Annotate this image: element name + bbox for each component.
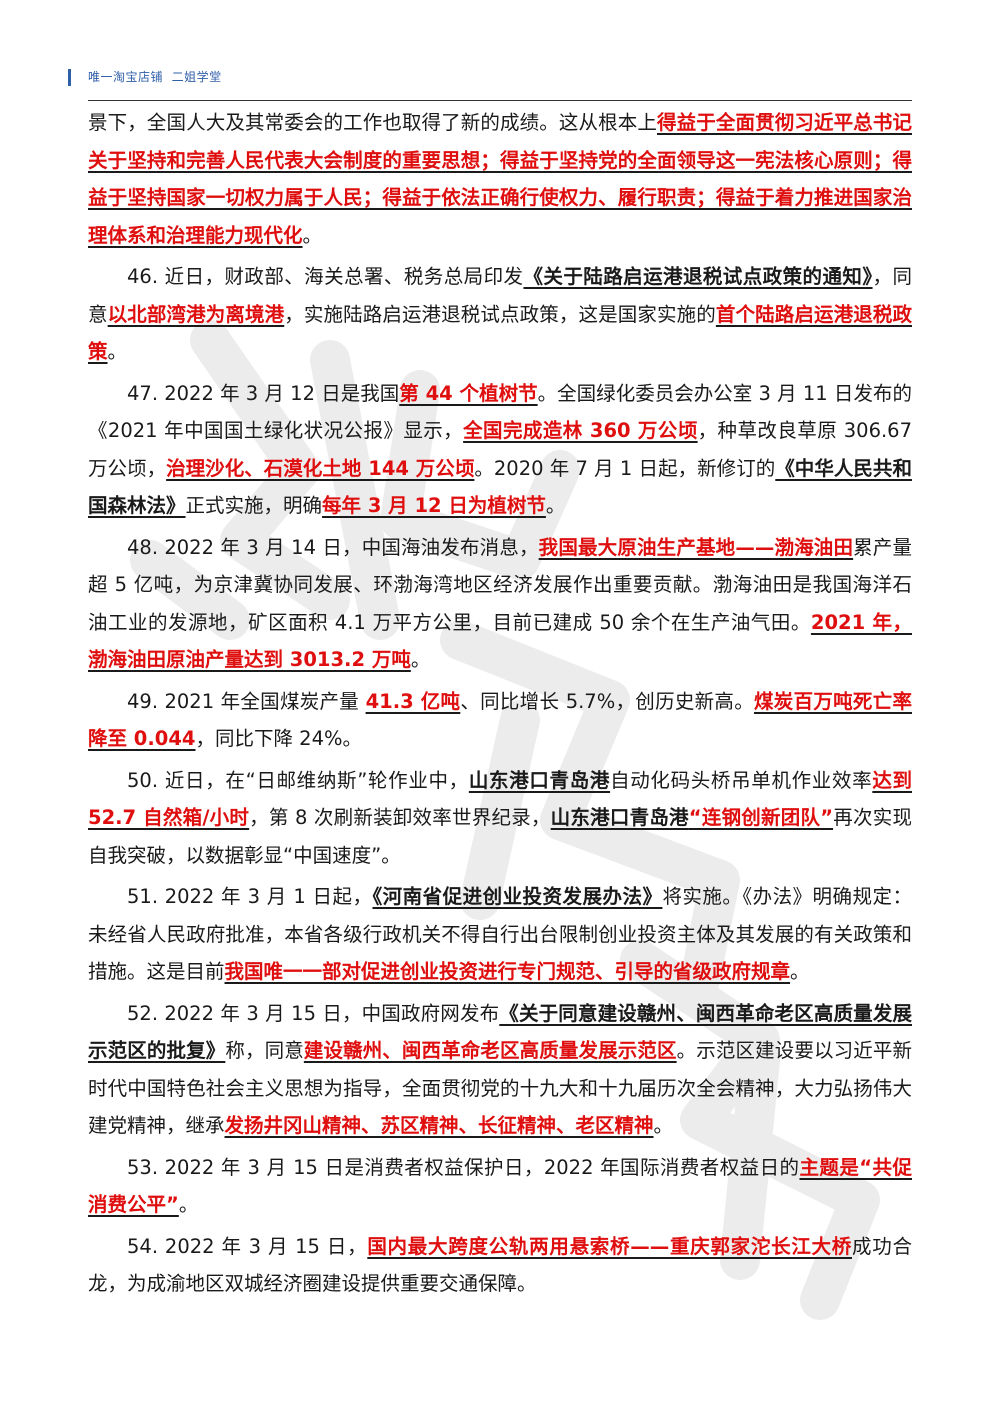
body-text: ，种草改良草原 306.67 万公顷，	[88, 419, 912, 480]
body-text: 景下，全国人大及其常委会的工作也取得了新的成绩。这从根本上	[88, 111, 658, 134]
body-text: 。示范区建设要以习近平新时代中国特色社会主义思想为指导，全面贯彻党的十九大和十九…	[88, 1039, 912, 1137]
body-text: 50. 近日，在“日邮维纳斯”轮作业中，	[127, 768, 469, 792]
page-header: 唯一淘宝店铺 二姐学堂	[68, 66, 912, 90]
document-body: 景下，全国人大及其常委会的工作也取得了新的成绩。这从根本上得益于全面贯彻习近平总…	[88, 104, 912, 1307]
body-text: 自动化码头桥吊单机作业效率	[610, 768, 873, 792]
body-text: 成功合龙，为成渝地区双城经济圈建设提供重要交通保障。	[88, 1234, 912, 1296]
body-text: 累产量超 5 亿吨，为京津冀协同发展、环渤海湾地区经济发展作出重要贡献。渤海油田…	[88, 535, 912, 634]
body-text: 47. 2022 年 3 月 12 日是我国	[127, 381, 400, 405]
paragraph: 49. 2021 年全国煤炭产量 41.3 亿吨、同比增长 5.7%，创历史新高…	[88, 683, 912, 758]
body-text: 、同比增长 5.7%，创历史新高。	[460, 689, 755, 713]
body-text: 。	[302, 223, 323, 247]
body-text: 52. 2022 年 3 月 15 日，中国政府网发布	[127, 1001, 500, 1025]
highlighted-text: 41.3 亿吨	[365, 689, 461, 713]
body-text: 53. 2022 年 3 月 15 日是消费者权益保护日，2022 年国际消费者…	[127, 1155, 800, 1179]
body-text: 再次实现自我突破，以数据彰显“中国速度”。	[88, 806, 912, 867]
bold-underlined-text: 《关于陆路启运港退税试点政策的通知》	[523, 265, 873, 288]
body-text: 48. 2022 年 3 月 14 日，中国海油发布消息，	[127, 535, 539, 559]
body-text: 54. 2022 年 3 月 15 日，	[127, 1234, 368, 1258]
body-text: 。	[410, 648, 431, 671]
highlighted-text: 以北部湾港为离境港	[107, 302, 285, 326]
paragraph: 52. 2022 年 3 月 15 日，中国政府网发布《关于同意建设赣州、闽西革…	[88, 995, 912, 1145]
highlighted-text: 煤炭百万吨死亡率降至 0.044	[88, 689, 912, 751]
highlighted-text: 建设赣州、闽西革命老区高质量发展示范区	[303, 1039, 677, 1062]
body-text: 49. 2021 年全国煤炭产量	[127, 689, 366, 713]
body-text: 正式实施，明确	[185, 494, 323, 517]
highlighted-text: 发扬井冈山精神、苏区精神、长征精神、老区精神	[224, 1114, 654, 1137]
highlighted-text: 我国最大原油生产基地——渤海油田	[538, 535, 854, 559]
body-text: ，实施陆路启运港退税试点政策，这是国家实施的	[284, 302, 716, 326]
highlighted-text: 首个陆路启运港退税政策	[88, 302, 912, 364]
body-text: 46. 近日，财政部、海关总署、税务总局印发	[127, 265, 524, 288]
highlighted-text: 全国完成造林 360 万公顷	[463, 419, 698, 442]
highlighted-text: 得益于全面贯彻习近平总书记关于坚持和完善人民代表大会制度的重要思想；得益于坚持党…	[88, 111, 912, 247]
body-text: 。	[653, 1114, 674, 1137]
body-text: 。	[107, 340, 128, 363]
paragraph: 51. 2022 年 3 月 1 日起，《河南省促进创业投资发展办法》将实施。《…	[88, 878, 912, 991]
body-text: 51. 2022 年 3 月 1 日起，	[127, 885, 373, 908]
highlighted-text: 治理沙化、石漠化土地 144 万公顷	[166, 456, 475, 480]
paragraph: 47. 2022 年 3 月 12 日是我国第 44 个植树节。全国绿化委员会办…	[88, 375, 912, 525]
body-text: 。2020 年 7 月 1 日起，新修订的	[474, 456, 776, 480]
highlighted-text: 达到 52.7 自然箱/小时	[88, 768, 912, 830]
body-text: 将实施。《办法》明确规定：未经省人民政府批准，本省各级行政机关不得自行出台限制创…	[88, 885, 912, 983]
highlighted-text: 每年 3 月 12 日为植树节	[322, 494, 546, 517]
body-text: 。	[545, 494, 566, 517]
paragraph: 48. 2022 年 3 月 14 日，中国海油发布消息，我国最大原油生产基地—…	[88, 529, 912, 679]
header-text: 唯一淘宝店铺 二姐学堂	[88, 70, 222, 84]
bold-underlined-text: 山东港口青岛港	[468, 768, 611, 792]
body-text: ，第 8 次刷新装卸效率世界纪录，	[249, 806, 551, 829]
body-text: 。	[790, 960, 810, 983]
highlighted-text: 第 44 个植树节	[399, 381, 538, 405]
bold-underlined-text: 山东港口青岛港	[550, 806, 689, 829]
highlighted-text: 国内最大跨度公轨两用悬索桥——重庆郭家沱长江大桥	[367, 1234, 853, 1258]
body-text: ，同比下降 24%。	[195, 727, 363, 750]
highlighted-text: 主题是“共促消费公平”	[88, 1155, 912, 1217]
highlighted-text: 我国唯一一部对促进创业投资进行专门规范、引导的省级政府规章	[224, 960, 791, 983]
bold-underlined-text: 《关于同意建设赣州、闽西革命老区高质量发展示范区的批复》	[88, 1001, 912, 1063]
body-text: ，同意	[88, 265, 912, 326]
body-text: 。	[178, 1193, 199, 1216]
paragraph: 50. 近日，在“日邮维纳斯”轮作业中，山东港口青岛港自动化码头桥吊单机作业效率…	[88, 762, 912, 875]
body-text: 。全国绿化委员会办公室 3 月 11 日发布的《2021 年中国国土绿化状况公报…	[88, 381, 912, 443]
header-accent-bar	[68, 69, 71, 86]
paragraph: 景下，全国人大及其常委会的工作也取得了新的成绩。这从根本上得益于全面贯彻习近平总…	[88, 104, 912, 254]
paragraph: 46. 近日，财政部、海关总署、税务总局印发《关于陆路启运港退税试点政策的通知》…	[88, 258, 912, 371]
header-rule	[88, 100, 912, 101]
highlighted-text: “连钢创新团队”	[688, 806, 834, 829]
bold-underlined-text: 《中华人民共和国森林法》	[88, 456, 912, 518]
highlighted-text: 2021 年，渤海油田原油产量达到 3013.2 万吨	[88, 610, 913, 672]
paragraph: 54. 2022 年 3 月 15 日，国内最大跨度公轨两用悬索桥——重庆郭家沱…	[88, 1228, 912, 1303]
body-text: 称，同意	[225, 1039, 304, 1062]
bold-underlined-text: 《河南省促进创业投资发展办法》	[372, 885, 663, 908]
paragraph: 53. 2022 年 3 月 15 日是消费者权益保护日，2022 年国际消费者…	[88, 1149, 912, 1224]
